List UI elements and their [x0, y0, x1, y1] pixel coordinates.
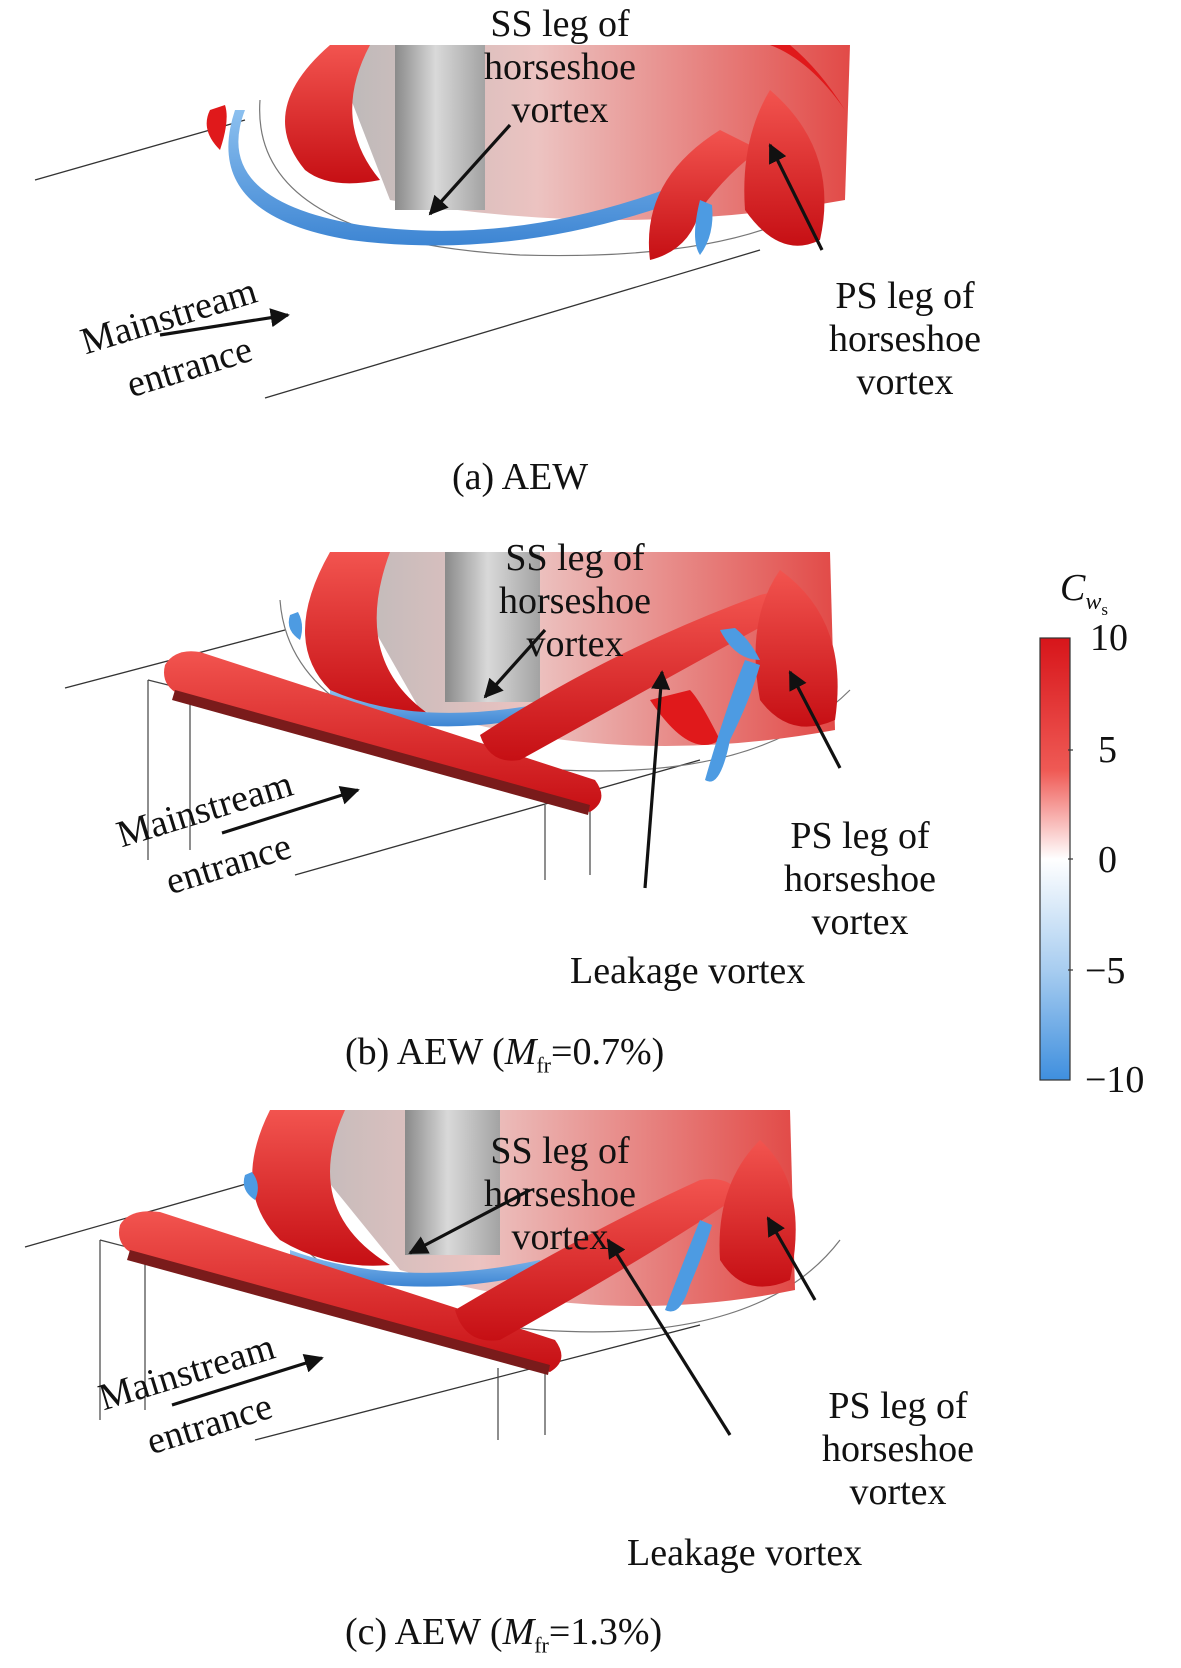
- ss-leg-label-line: horseshoe: [484, 1173, 636, 1215]
- blade-leading-edge: [395, 45, 485, 210]
- blade-surface: [270, 1110, 795, 1306]
- colorbar-tick-label: −5: [1085, 950, 1126, 992]
- caption-text: =1.3%): [548, 1611, 663, 1653]
- colorbar-tick-label: −10: [1085, 1059, 1145, 1101]
- ss-leg-label-b: SS leg of horseshoe vortex: [470, 537, 680, 666]
- ss-leg-label-a: SS leg of horseshoe vortex: [455, 3, 665, 132]
- ps-leg-label-c: PS leg of horseshoe vortex: [793, 1385, 1003, 1514]
- colorbar-tick-label: 5: [1098, 729, 1117, 771]
- ps-leg-label-line: horseshoe: [829, 318, 981, 360]
- arrow-entrance-c: [171, 1354, 324, 1407]
- colorbar-tick-label: 0: [1098, 839, 1117, 881]
- ps-leg-label-line: horseshoe: [784, 858, 936, 900]
- ss-leg-label-line: horseshoe: [484, 46, 636, 88]
- ps-leg-label-line: PS leg of: [790, 815, 930, 857]
- arrow-ss-leg-b: [483, 628, 547, 699]
- arrow-ss-leg-a: [428, 123, 512, 216]
- ps-leg-label-b: PS leg of horseshoe vortex: [755, 815, 965, 944]
- panel-b-visualization: [64, 552, 851, 880]
- arrow-leakage-b: [643, 670, 671, 889]
- caption-variable: M: [504, 1031, 537, 1073]
- colorbar-symbol-letter: C: [1060, 567, 1086, 609]
- step-vortex-tube: [164, 651, 602, 812]
- caption-b: (b) AEW (Mfr=0.7%): [345, 1030, 664, 1088]
- ss-leg-label-line: vortex: [511, 89, 609, 131]
- colorbar-tick-label: 10: [1090, 617, 1128, 659]
- leakage-label-b: Leakage vortex: [570, 950, 806, 992]
- ps-leg-label-line: horseshoe: [822, 1428, 974, 1470]
- step-vortex-tube: [119, 1211, 562, 1372]
- ss-leg-label-c: SS leg of horseshoe vortex: [455, 1130, 665, 1259]
- caption-a: (a) AEW: [452, 456, 589, 498]
- ps-leg-label-line: PS leg of: [828, 1385, 968, 1427]
- ps-leg-label-line: vortex: [849, 1471, 947, 1513]
- arrow-entrance-b: [221, 786, 360, 835]
- ss-leg-label-line: SS leg of: [490, 3, 630, 45]
- arrow-ps-leg-a: [768, 143, 824, 251]
- arrow-ps-leg-c: [766, 1216, 817, 1301]
- panel-c-visualization: [24, 1110, 841, 1441]
- caption-subscript: fr: [536, 1052, 552, 1078]
- annotation-arrows: [159, 123, 842, 1436]
- ps-leg-label-line: vortex: [856, 361, 954, 403]
- colorbar-gradient: [1039, 637, 1071, 1081]
- caption-text: (b) AEW (: [345, 1031, 505, 1073]
- arrow-entrance-a: [159, 308, 290, 337]
- vortex-tube-red: [252, 1110, 390, 1266]
- colorbar-symbol-subscript: w: [1085, 588, 1102, 615]
- ps-leg-label-a: PS leg of horseshoe vortex: [800, 275, 1010, 404]
- caption-variable: M: [502, 1611, 535, 1653]
- caption-subscript: fr: [534, 1632, 549, 1658]
- ps-leg-vortex-tube: [755, 570, 838, 727]
- ss-leg-label-line: horseshoe: [499, 580, 651, 622]
- caption-text: (c) AEW (: [345, 1611, 503, 1653]
- caption-c: (c) AEW (Mfr=1.3%): [345, 1610, 662, 1668]
- leakage-label-c: Leakage vortex: [627, 1532, 863, 1574]
- arrow-leakage-c: [606, 1238, 732, 1436]
- leakage-vortex-tube: [455, 1179, 740, 1341]
- ps-leg-label-line: PS leg of: [835, 275, 975, 317]
- ss-leg-label-line: SS leg of: [490, 1130, 630, 1172]
- arrow-ps-leg-b: [788, 670, 842, 769]
- colorbar: [1039, 637, 1073, 1081]
- caption-text: =0.7%): [551, 1031, 665, 1073]
- ps-leg-label-line: vortex: [811, 901, 909, 943]
- colorbar-symbol-subsubscript: s: [1101, 599, 1108, 619]
- panel-a-visualization: [34, 45, 850, 399]
- ss-leg-label-line: vortex: [511, 1216, 609, 1258]
- vortex-tube-red: [305, 552, 430, 716]
- ps-leg-vortex-tube: [744, 90, 825, 246]
- vortex-tube-red: [285, 45, 380, 184]
- ps-leg-vortex-tube: [719, 1140, 796, 1287]
- arrow-ss-leg-c: [408, 1188, 531, 1255]
- colorbar-symbol: Cws: [1060, 566, 1108, 619]
- ss-leg-label-line: vortex: [526, 623, 624, 665]
- ss-leg-label-line: SS leg of: [505, 537, 645, 579]
- blade-leading-edge: [445, 552, 540, 702]
